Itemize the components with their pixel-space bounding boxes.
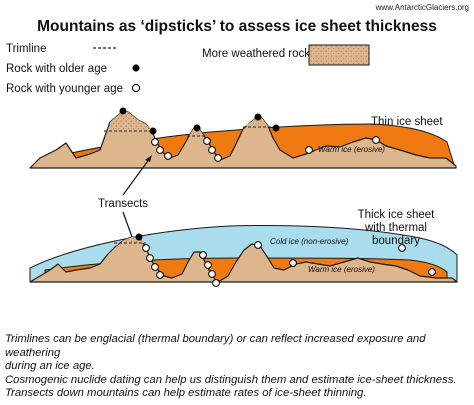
younger-age-dot (151, 263, 159, 271)
older-age-dot (119, 107, 127, 115)
older-age-dot (193, 124, 201, 132)
legend-trimline-label: Trimline (6, 43, 46, 55)
younger-age-dot (372, 136, 380, 144)
weathered-rock-swatch (308, 44, 370, 66)
weathered-cap-mountain-1 (110, 112, 152, 131)
transect-arrow-up (122, 157, 151, 196)
younger-age-dot (428, 268, 436, 276)
younger-age-dot (305, 146, 313, 154)
cold-ice-label: Cold ice (non-erosive) (270, 237, 349, 246)
younger-age-dot (156, 146, 164, 154)
legend-older-label: Rock with older age (6, 63, 107, 75)
younger-age-dot (146, 254, 154, 262)
thin-ice-sheet-label: Thin ice sheet (371, 116, 443, 128)
warm-ice-label-top: Warm ice (erosive) (318, 145, 385, 154)
warm-ice-label-bottom: Warm ice (erosive) (308, 265, 375, 274)
older-age-dot (135, 233, 143, 241)
older-age-dot (272, 124, 280, 132)
younger-age-dot-symbol (131, 83, 141, 93)
caption-line-4: Transects down mountains can help estima… (5, 387, 367, 400)
transects-label: Transects (98, 198, 148, 210)
younger-age-dot (142, 244, 150, 252)
thick-ice-panel: Thick ice sheet with thermal boundary Co… (29, 209, 458, 287)
caption-line-3: Cosmogenic nuclide dating can help us di… (5, 373, 457, 386)
younger-age-dot (208, 146, 216, 154)
thick-ice-label-line2: with thermal (364, 222, 427, 234)
thick-ice-label-line1: Thick ice sheet (358, 209, 436, 221)
weathered-cap-mountain-3 (245, 118, 268, 126)
figure-title: Mountains as ‘dipsticks’ to assess ice s… (37, 18, 437, 35)
caption: Trimlines can be englacial (thermal boun… (5, 333, 469, 401)
thin-ice-panel: Thin ice sheet Warm ice (erosive) (29, 107, 457, 169)
younger-age-dot (156, 271, 164, 279)
legend-weathered-label: More weathered rock. (202, 48, 313, 60)
thick-ice-label-line3: boundary (372, 235, 420, 247)
younger-age-dot (203, 137, 211, 145)
younger-age-dot (164, 152, 172, 160)
younger-age-dot (254, 241, 262, 249)
caption-line-2: during an ice age. (5, 360, 95, 373)
legend: Trimline Rock with older age Rock with y… (6, 43, 370, 95)
transect-arrowhead-up (145, 155, 152, 162)
younger-age-dot (204, 261, 212, 269)
caption-line-1: Trimlines can be englacial (thermal boun… (5, 333, 426, 359)
website-credit: www.AntarcticGlaciers.org (375, 3, 469, 12)
younger-age-dot (214, 154, 222, 162)
younger-age-dot (398, 244, 406, 252)
younger-age-dot (199, 251, 207, 259)
bedrock-bottom (29, 236, 458, 283)
older-age-dot (254, 113, 262, 121)
younger-age-dot (212, 279, 220, 287)
older-age-dot-symbol (132, 64, 140, 72)
older-age-dot (149, 127, 157, 135)
younger-age-dot (208, 270, 216, 278)
younger-age-dot (289, 259, 297, 267)
younger-age-dot (151, 138, 159, 146)
weathered-cap-mountain-2 (189, 128, 204, 136)
legend-younger-label: Rock with younger age (6, 83, 123, 95)
